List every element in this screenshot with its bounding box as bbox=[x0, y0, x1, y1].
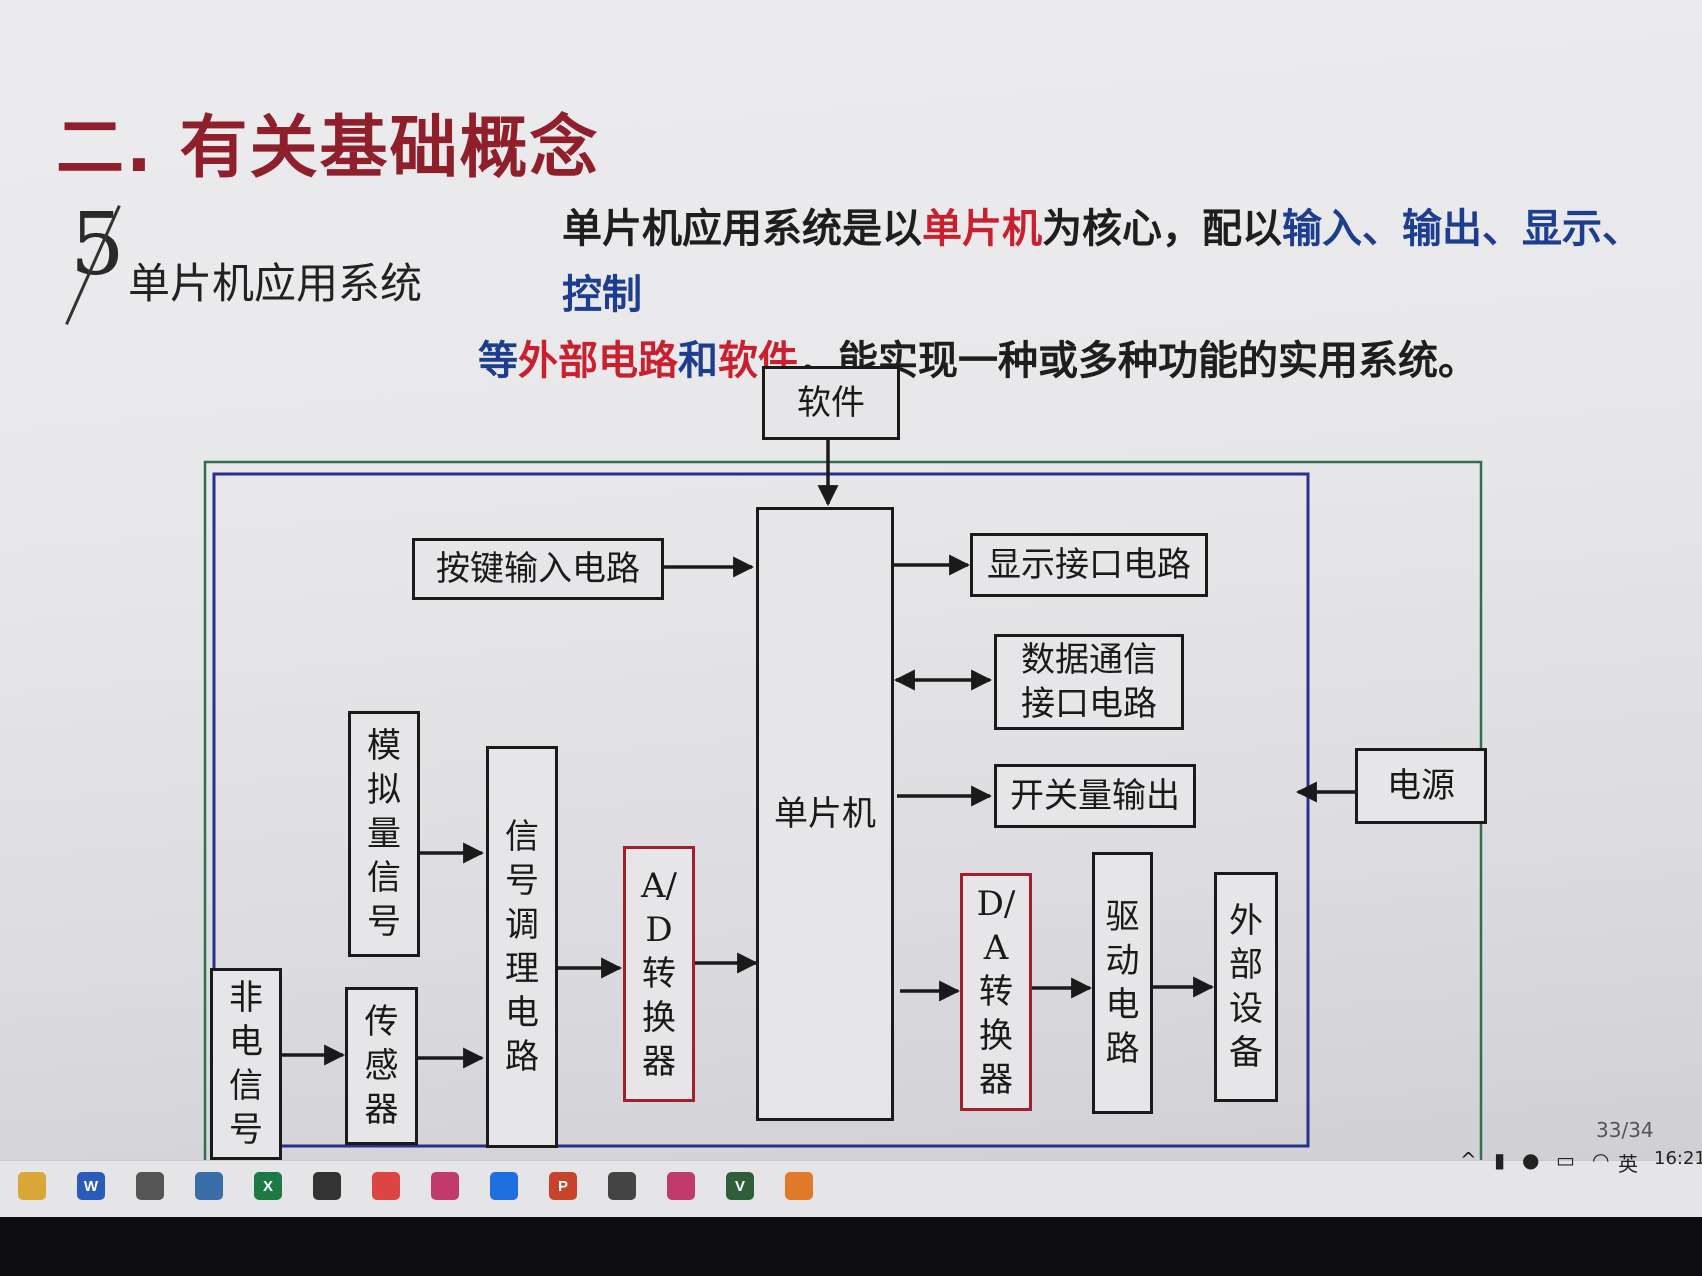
excel-icon[interactable]: X bbox=[254, 1172, 282, 1200]
meeting-icon[interactable] bbox=[490, 1172, 518, 1200]
mcu-box: 单片机 bbox=[756, 507, 894, 1121]
software-box: 软件 bbox=[762, 366, 900, 440]
app-icon-14[interactable] bbox=[785, 1172, 813, 1200]
description-segment: 等 bbox=[478, 338, 518, 384]
page-indicator: 33/34 bbox=[1596, 1118, 1654, 1142]
switch-output-box: 开关量输出 bbox=[994, 764, 1196, 828]
slide-title: 二. 有关基础概念 bbox=[56, 109, 600, 188]
non-electric-signal-box: 非 电 信 号 bbox=[210, 968, 282, 1160]
description-line-1: 单片机应用系统是以单片机为核心，配以输入、输出、显示、控制 bbox=[478, 196, 1668, 328]
section-label: 单片机应用系统 bbox=[128, 259, 423, 308]
key-input-box: 按键输入电路 bbox=[412, 538, 664, 600]
word-icon[interactable]: W bbox=[77, 1172, 105, 1200]
description-segment: 单片机应用系统是以 bbox=[562, 206, 922, 252]
description-segment: 为核心，配以 bbox=[1042, 206, 1282, 252]
dac-box: D/ A 转 换 器 bbox=[960, 873, 1032, 1111]
description-segment: 外部电路 bbox=[518, 338, 678, 384]
description: 单片机应用系统是以单片机为核心，配以输入、输出、显示、控制 等外部电路和软件，能… bbox=[478, 196, 1668, 394]
chrome-icon[interactable] bbox=[372, 1172, 400, 1200]
powerpoint-icon[interactable]: P bbox=[549, 1172, 577, 1200]
description-segment: 单片机 bbox=[922, 206, 1042, 252]
tray-battery-icon[interactable]: ▭ bbox=[1556, 1148, 1575, 1172]
app-icon-11[interactable] bbox=[608, 1172, 636, 1200]
book-app-icon[interactable] bbox=[313, 1172, 341, 1200]
file-explorer-icon[interactable] bbox=[18, 1172, 46, 1200]
power-box: 电源 bbox=[1355, 748, 1487, 824]
app-icon-8[interactable] bbox=[431, 1172, 459, 1200]
description-segment: 输入、输出、显示、控制 bbox=[562, 206, 1642, 318]
inner-frame bbox=[212, 472, 1310, 1148]
description-line-2: 等外部电路和软件，能实现一种或多种功能的实用系统。 bbox=[478, 328, 1668, 394]
analog-signal-box: 模 拟 量 信 号 bbox=[348, 711, 420, 957]
tray-ime-label[interactable]: 英 bbox=[1618, 1152, 1638, 1176]
external-device-box: 外 部 设 备 bbox=[1214, 872, 1278, 1102]
app-icon-13[interactable]: V bbox=[726, 1172, 754, 1200]
app-icon-3[interactable] bbox=[136, 1172, 164, 1200]
screen: 二. 有关基础概念 5 单片机应用系统 单片机应用系统是以单片机为核心，配以输入… bbox=[0, 0, 1702, 1160]
tray-clock[interactable]: 16:21 bbox=[1654, 1148, 1702, 1169]
tray-mic-icon[interactable]: ▮ bbox=[1494, 1148, 1506, 1172]
app-icon-12[interactable] bbox=[667, 1172, 695, 1200]
taskbar bbox=[0, 1160, 1702, 1217]
data-comm-box: 数据通信 接口电路 bbox=[994, 634, 1184, 730]
description-segment: ，能实现一种或多种功能的实用系统。 bbox=[798, 338, 1478, 384]
tray-wifi-icon[interactable]: ◠ bbox=[1592, 1148, 1610, 1172]
signal-conditioning-box: 信 号 调 理 电 路 bbox=[486, 746, 558, 1148]
sensor-box: 传 感 器 bbox=[345, 987, 418, 1145]
display-interface-box: 显示接口电路 bbox=[970, 533, 1208, 597]
app-icon-4[interactable] bbox=[195, 1172, 223, 1200]
description-segment: 和 bbox=[678, 338, 718, 384]
adc-box: A/ D 转 换 器 bbox=[623, 846, 695, 1102]
tray-app-icon[interactable]: ● bbox=[1522, 1148, 1540, 1172]
tray-chevron-icon[interactable]: ^ bbox=[1460, 1148, 1477, 1172]
driver-circuit-box: 驱 动 电 路 bbox=[1092, 852, 1153, 1114]
